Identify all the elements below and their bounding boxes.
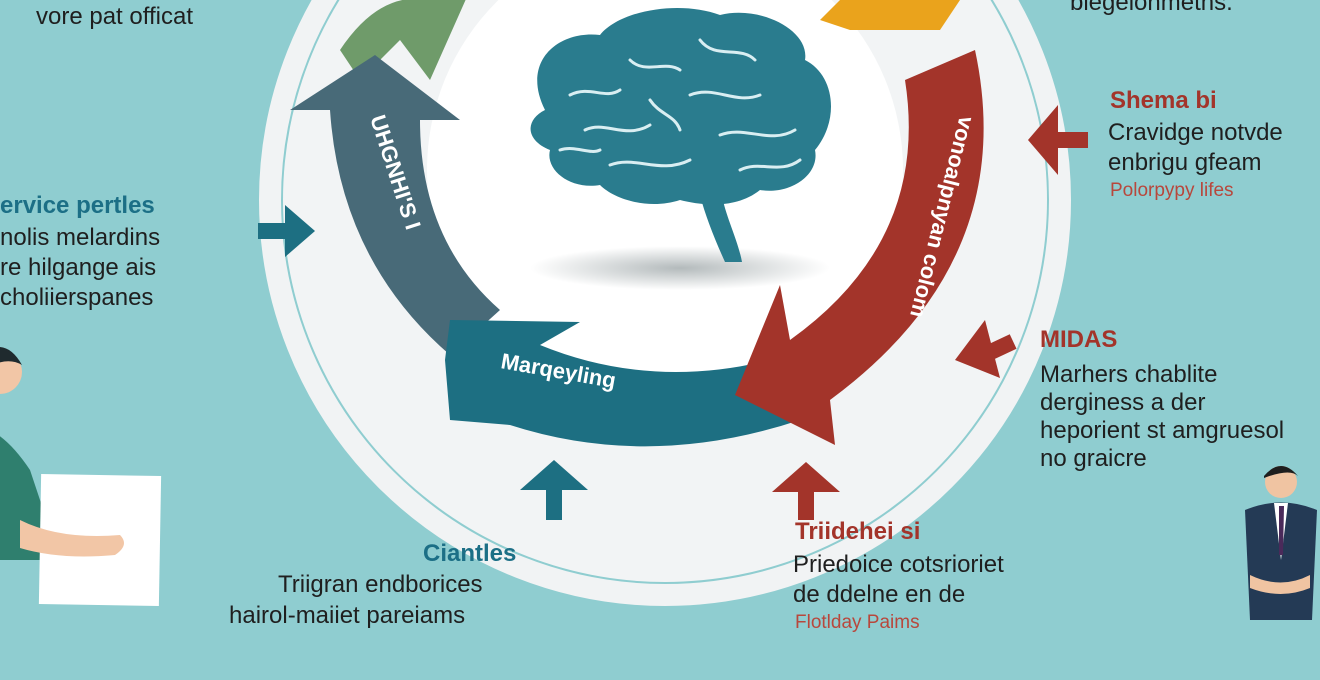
- right-top-title: Shema bi: [1110, 87, 1217, 114]
- right-mid-title: MIDAS: [1040, 326, 1118, 353]
- top-left-text: vore pat officat: [36, 3, 193, 30]
- red-arc: [735, 50, 984, 445]
- bottom-center-line-1: Triigran endborices: [278, 571, 483, 598]
- brain-icon: [530, 7, 832, 262]
- right-top-line-2: enbrigu gfeam: [1108, 149, 1262, 176]
- left-block-line-2: re hilgange ais: [0, 254, 157, 281]
- bottom-center-line-2: hairol-maiiet pareiams: [229, 602, 466, 629]
- teal-arc: [445, 320, 800, 447]
- pointer-arrow-right-mid: [955, 320, 1017, 378]
- right-top-sub: Polorpypy lifes: [1110, 180, 1234, 201]
- bottom-right-line-2: de ddelne en de: [793, 581, 966, 608]
- left-block-title: ervice pertles: [0, 192, 155, 219]
- bottom-right-sub: Flotlday Paims: [795, 612, 920, 633]
- right-top-line-1: Cravidge notvde: [1108, 119, 1283, 146]
- bottom-right-line-1: Priedoice cotsrioriet: [793, 551, 1004, 578]
- pointer-arrow-right-top: [1028, 105, 1088, 175]
- right-mid-line-4: no graicre: [1040, 445, 1147, 472]
- outer-ring-circle: [259, 0, 1071, 606]
- bottom-right-title: Triidehei si: [795, 518, 921, 545]
- right-mid-line-3: heporient st amgruesol: [1040, 417, 1285, 444]
- slate-arc: [290, 55, 500, 355]
- pointer-arrow-bottom-teal: [520, 460, 588, 520]
- top-right-text: blegelonmeths.: [1070, 0, 1233, 16]
- brain-shadow: [530, 246, 830, 290]
- right-mid-line-2: derginess a der: [1040, 389, 1206, 416]
- right-mid-line-1: Marhers chablite: [1040, 361, 1218, 388]
- pointer-arrow-bottom-red: [772, 462, 840, 520]
- yellow-arrow: [820, 0, 960, 30]
- pointer-arrow-left: [258, 205, 315, 257]
- businessman-illustration: [1245, 466, 1317, 620]
- left-block-line-1: nolis melardins: [0, 224, 161, 251]
- bottom-center-title: Ciantles: [423, 540, 517, 567]
- person-left-illustration: [0, 347, 162, 607]
- left-block-line-3: choliierspanes: [0, 284, 154, 311]
